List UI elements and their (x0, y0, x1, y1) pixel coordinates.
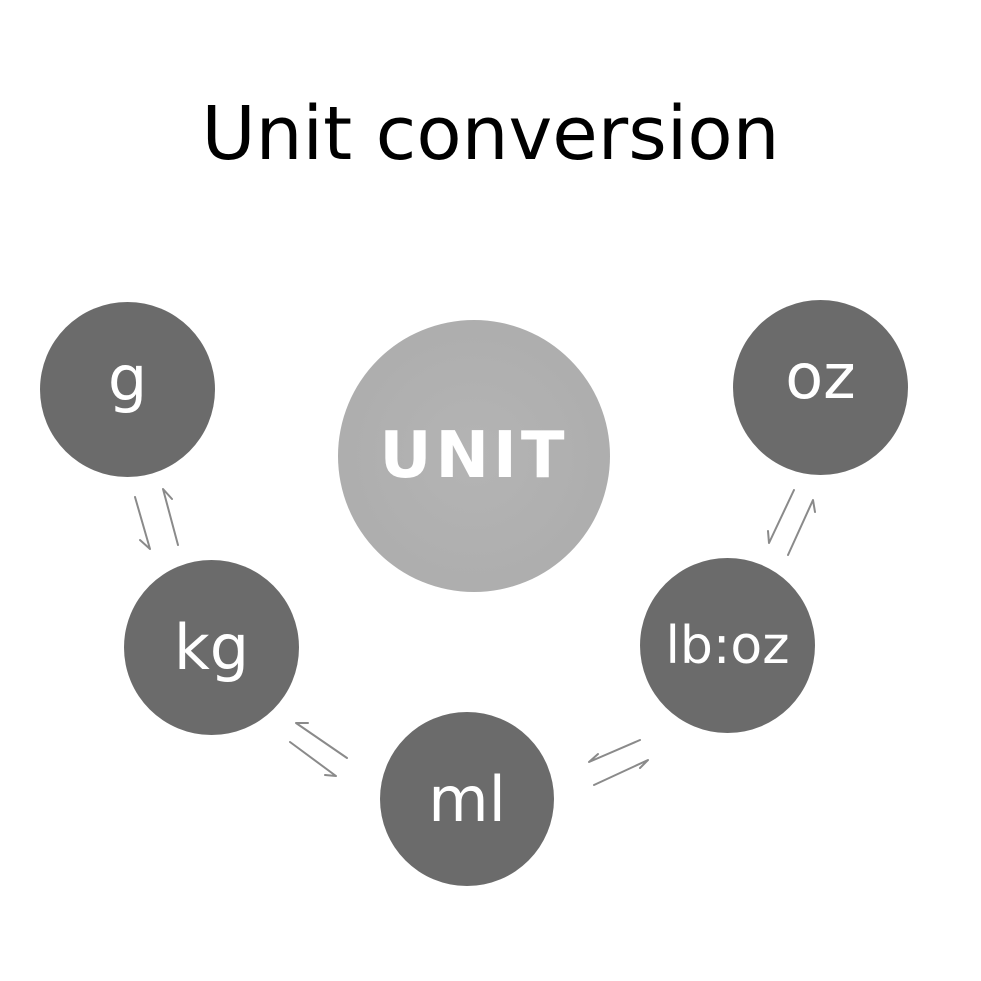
center-unit-label: UNIT (379, 419, 569, 493)
bidirectional-arrows-icon (134, 488, 179, 550)
unit-label-ml: ml (428, 762, 506, 836)
unit-node-kg: kg (124, 560, 299, 735)
bidirectional-arrows-icon (289, 722, 348, 777)
unit-node-g: g (40, 302, 215, 477)
unit-label-kg: kg (173, 611, 250, 684)
bidirectional-arrows-icon (767, 489, 816, 556)
unit-node-ml: ml (380, 712, 554, 886)
unit-node-lboz: lb:oz (640, 558, 815, 733)
unit-label-oz: oz (785, 340, 856, 413)
center-unit-circle: UNIT (338, 320, 610, 592)
unit-node-oz: oz (733, 300, 908, 475)
diagram-title: Unit conversion (201, 91, 780, 177)
unit-label-g: g (107, 342, 148, 415)
unit-label-lboz: lb:oz (665, 615, 790, 676)
bidirectional-arrows-icon (588, 739, 649, 786)
